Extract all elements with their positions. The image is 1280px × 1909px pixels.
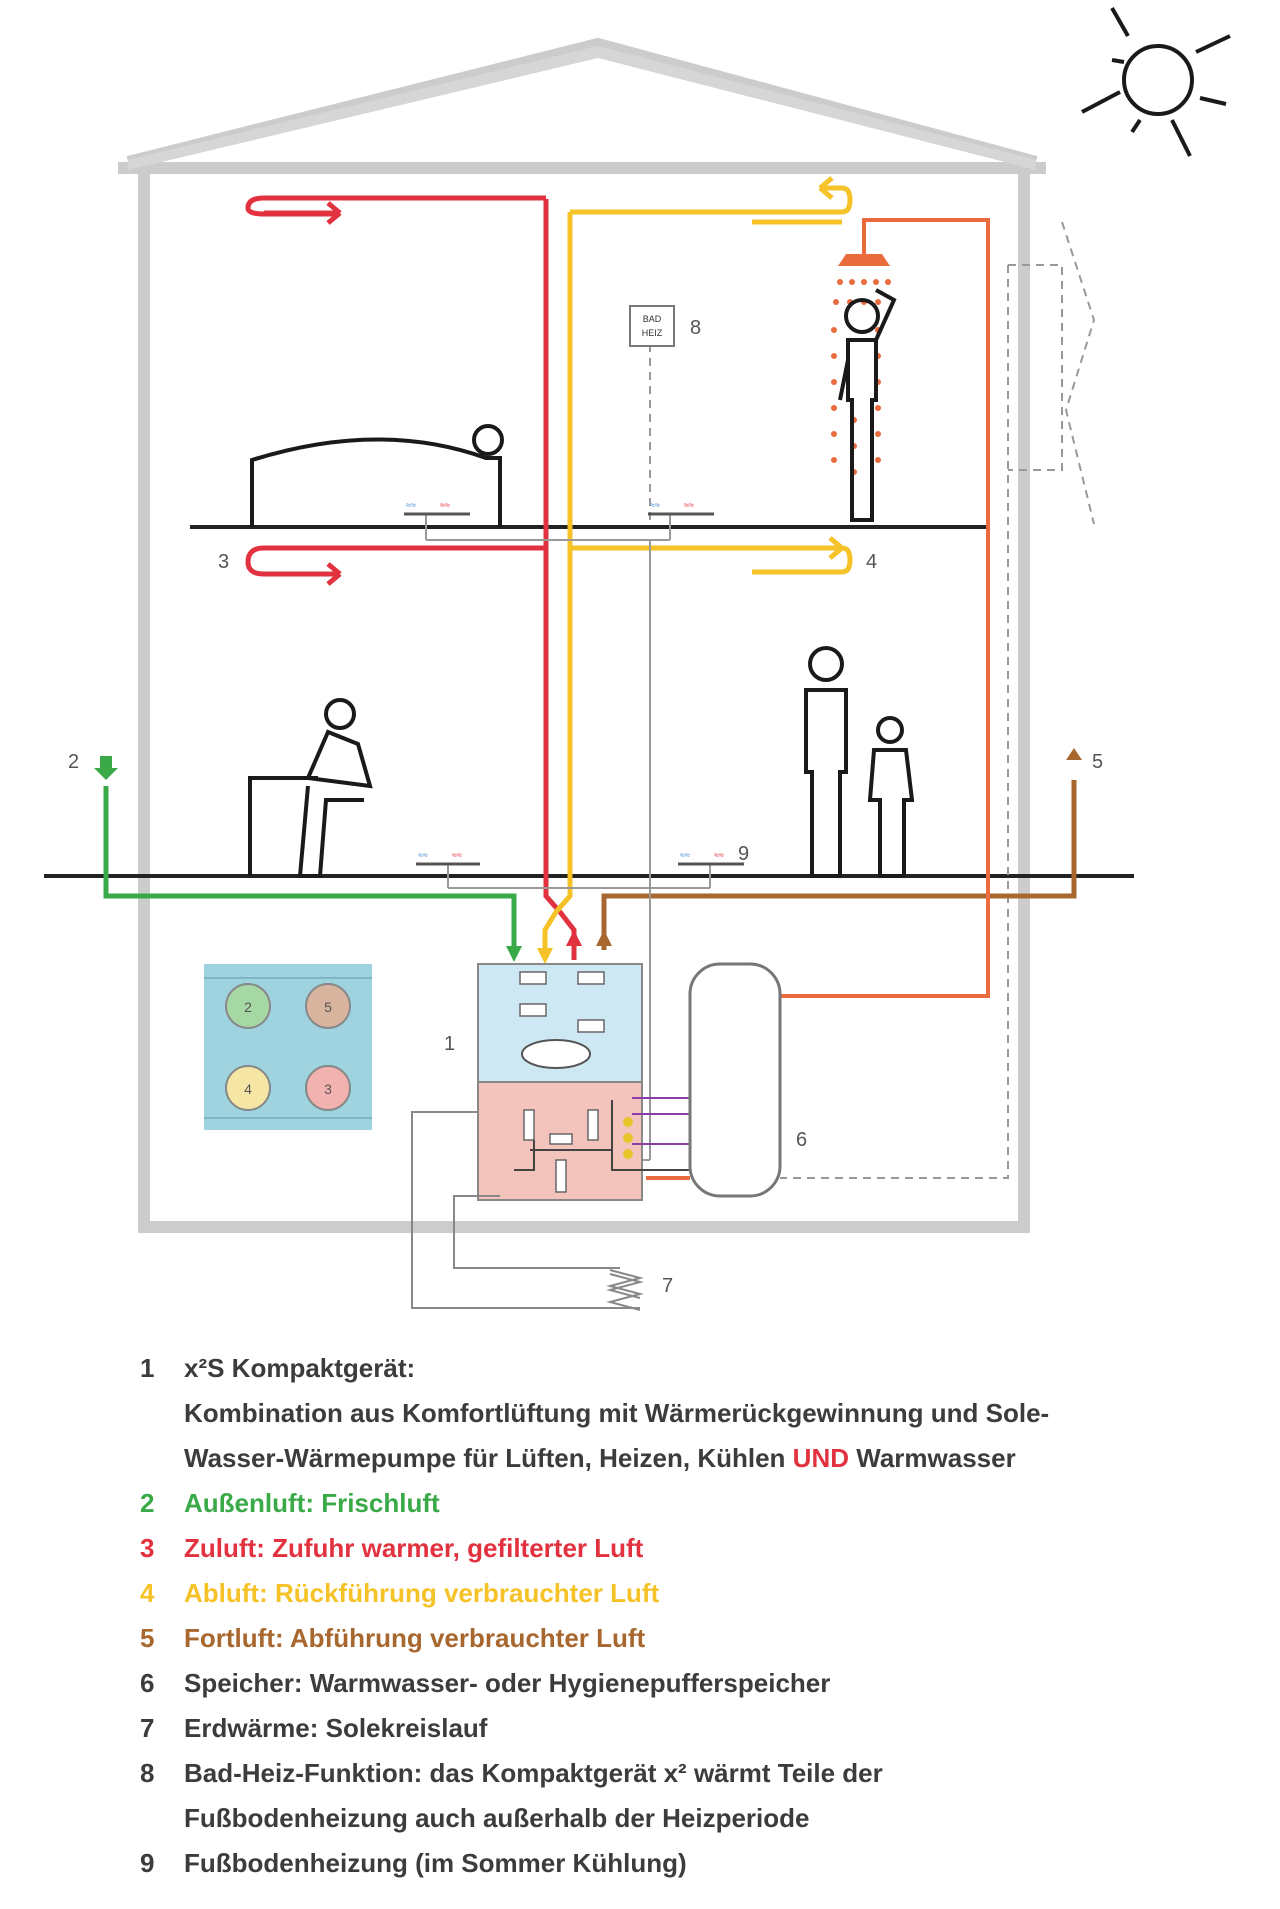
person-desk-icon (248, 698, 373, 878)
legend-number: 4 (140, 1578, 155, 1608)
control-panel: 2 5 4 3 (204, 964, 372, 1130)
legend-number: 8 (140, 1758, 155, 1788)
legend-item-8: 8 Bad-Heiz-Funktion: das Kompaktgerät x²… (140, 1751, 1240, 1841)
label-8: 8 (690, 317, 701, 339)
fortluft-arrow-top (1066, 748, 1082, 760)
legend-desc: : Rückführung verbrauchter Luft (259, 1578, 660, 1608)
compact-unit (477, 963, 690, 1201)
legend-number: 1 (140, 1353, 155, 1383)
family-icon (804, 646, 915, 878)
svg-text:≈≈: ≈≈ (680, 850, 690, 860)
legend-key: Erdwärme: (184, 1713, 319, 1743)
floor-heating-connectors: ≈≈ ≈≈ ≈≈ ≈≈ ≈≈ ≈≈ ≈≈ ≈≈ (404, 500, 744, 1161)
exhaust-arrow (537, 948, 553, 964)
legend-number: 6 (140, 1668, 155, 1698)
svg-text:≈≈: ≈≈ (714, 850, 724, 860)
legend-number: 3 (140, 1533, 155, 1563)
supply-arrow (566, 930, 582, 946)
svg-text:≈≈: ≈≈ (452, 850, 462, 860)
svg-text:≈≈: ≈≈ (406, 500, 416, 510)
label-9: 9 (738, 843, 749, 865)
legend-number: 9 (140, 1848, 155, 1878)
storage-tank (688, 962, 782, 1198)
dashed-outline (649, 221, 1096, 1179)
legend-desc: Kombination aus Komfortlüftung mit Wärme… (184, 1398, 1050, 1428)
shower-icon (831, 254, 891, 475)
legend-number: 2 (140, 1488, 155, 1518)
label-1: 1 (444, 1033, 455, 1055)
label-4: 4 (866, 551, 877, 573)
supply-air-lines (245, 195, 577, 960)
person-shower-icon (838, 288, 897, 522)
fortluft-line (601, 780, 1077, 950)
label-3: 3 (218, 551, 229, 573)
legend-key: Außenluft (184, 1488, 306, 1518)
outside-air-line (103, 786, 517, 950)
ground-loop (411, 1111, 644, 1311)
svg-text:≈≈: ≈≈ (418, 850, 428, 860)
legend-number: 5 (140, 1623, 155, 1653)
legend-item-7: 7 Erdwärme: Solekreislauf (140, 1706, 1240, 1751)
bad-heiz-box: BAD HEIZ (629, 305, 675, 347)
outside-air-arrow (506, 946, 522, 962)
legend-item-4: 4 Abluft: Rückführung verbrauchter Luft (140, 1571, 1240, 1616)
fortluft-arrow (596, 930, 612, 946)
svg-text:≈≈: ≈≈ (684, 500, 694, 510)
legend-item-1: 1 x²S Kompaktgerät: Kombination aus Komf… (140, 1346, 1240, 1481)
hot-water-line (646, 218, 990, 1180)
legend-key: Abluft (184, 1578, 260, 1608)
legend-desc: : Zufuhr warmer, gefilterter Luft (256, 1533, 644, 1563)
legend-desc: Warmwasser- oder Hygienepufferspeicher (302, 1668, 831, 1698)
legend-item-3: 3 Zuluft: Zufuhr warmer, gefilterter Luf… (140, 1526, 1240, 1571)
legend-key: x²S Kompaktgerät: (184, 1353, 416, 1383)
bed-icon (250, 424, 504, 527)
outside-air-arrow-top (94, 756, 118, 780)
legend-desc: Warmwasser (849, 1443, 1016, 1473)
legend-desc: : Abführung verbrauchter Luft (274, 1623, 646, 1653)
label-7: 7 (662, 1275, 673, 1297)
sun-icon (1081, 7, 1231, 157)
legend-key: Speicher: (184, 1668, 303, 1698)
legend-key: Bad-Heiz-Funktion: (184, 1758, 423, 1788)
legend-key: Zuluft (184, 1533, 257, 1563)
svg-text:≈≈: ≈≈ (440, 500, 450, 510)
panel-circle-label: 4 (244, 1081, 252, 1097)
exhaust-air-lines (542, 176, 853, 950)
legend-desc: Solekreislauf (318, 1713, 488, 1743)
svg-text:HEIZ: HEIZ (642, 328, 663, 338)
floor-lines (44, 525, 1134, 878)
legend-item-5: 5 Fortluft: Abführung verbrauchter Luft (140, 1616, 1240, 1661)
legend-desc: Wasser-Wärmepumpe für Lüften, Heizen, Kü… (184, 1443, 793, 1473)
panel-circle-label: 5 (324, 999, 332, 1015)
legend-key: Fortluft (184, 1623, 275, 1653)
panel-circle-label: 2 (244, 999, 252, 1015)
legend-desc: : Frischluft (305, 1488, 440, 1518)
label-2: 2 (68, 751, 79, 773)
svg-text:≈≈: ≈≈ (650, 500, 660, 510)
legend-emphasis: UND (792, 1443, 850, 1473)
legend-item-6: 6 Speicher: Warmwasser- oder Hygienepuff… (140, 1661, 1240, 1706)
legend-number: 7 (140, 1713, 155, 1743)
label-6: 6 (796, 1129, 807, 1151)
label-5: 5 (1092, 751, 1103, 773)
legend-desc: Fußbodenheizung auch außerhalb der Heizp… (184, 1803, 810, 1833)
panel-circle-label: 3 (324, 1081, 332, 1097)
legend-item-2: 2 Außenluft: Frischluft (140, 1481, 1240, 1526)
legend-desc: das Kompaktgerät x² wärmt Teile der (422, 1758, 883, 1788)
legend-key: Fußbodenheizung (im Sommer Kühlung) (184, 1848, 687, 1878)
legend-item-9: 9 Fußbodenheizung (im Sommer Kühlung) (140, 1841, 1240, 1886)
roof (128, 46, 1036, 170)
svg-text:BAD: BAD (643, 314, 662, 324)
legend: 1 x²S Kompaktgerät: Kombination aus Komf… (140, 1346, 1240, 1886)
